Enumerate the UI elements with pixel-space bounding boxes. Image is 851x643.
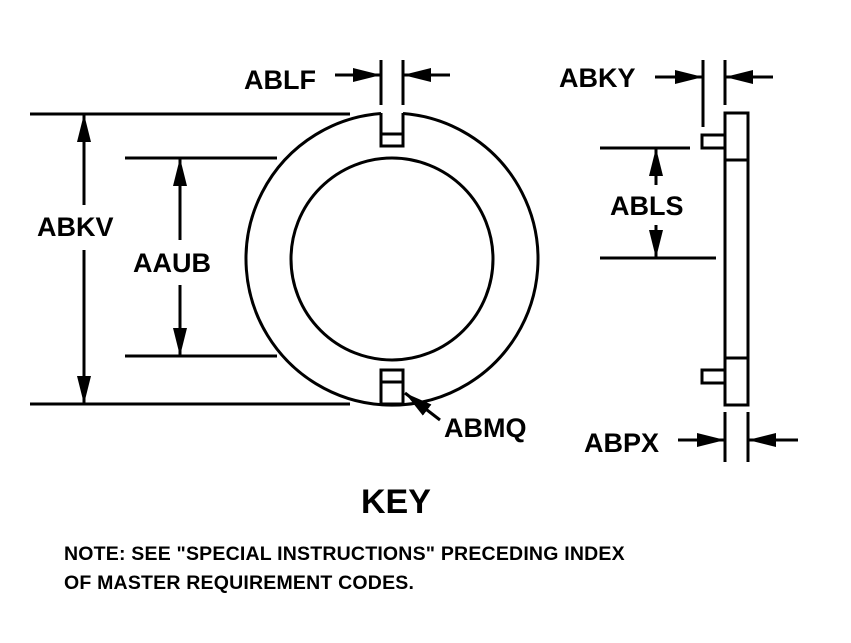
label-abky: ABKY (559, 63, 636, 93)
diagram-title: KEY (361, 483, 431, 521)
label-ablf: ABLF (244, 65, 316, 95)
label-abmq: ABMQ (444, 413, 527, 443)
key-front-view (244, 112, 540, 407)
label-abls: ABLS (610, 191, 684, 221)
key-side-view (700, 111, 750, 407)
label-aaub: AAUB (133, 248, 211, 278)
note-line-2: OF MASTER REQUIREMENT CODES. (64, 572, 415, 594)
label-abpx: ABPX (584, 428, 659, 458)
note-text: NOTE: SEE "SPECIAL INSTRUCTIONS" PRECEDI… (64, 540, 625, 598)
note-line-1: NOTE: SEE "SPECIAL INSTRUCTIONS" PRECEDI… (64, 543, 625, 565)
label-abkv: ABKV (37, 212, 114, 242)
